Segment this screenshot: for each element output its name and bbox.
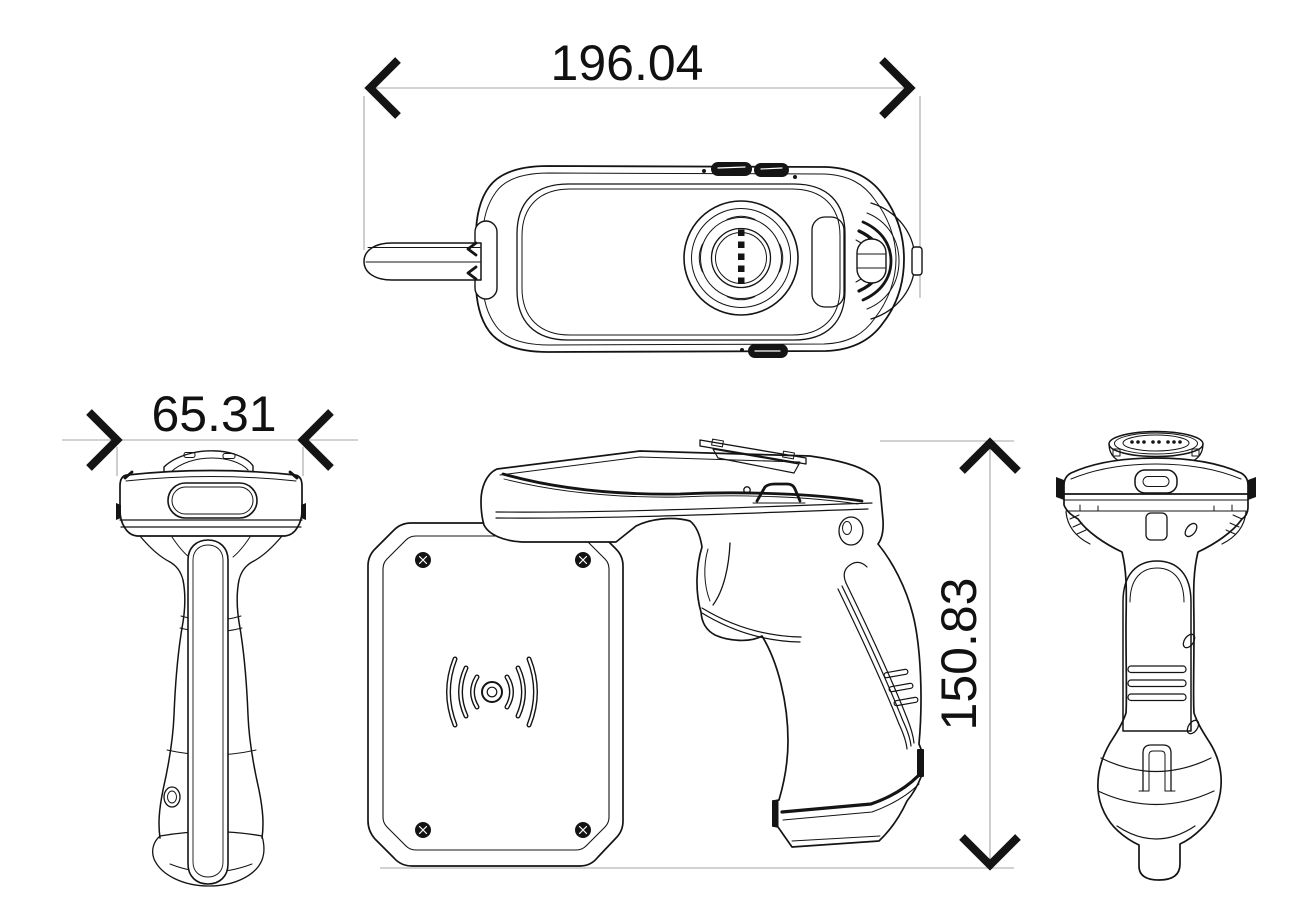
side-body-silhouette [480,450,922,848]
rear-hole-middle [1182,633,1196,649]
top-button-2[interactable] [754,163,789,177]
wireless-signal-icon [446,656,538,728]
dim-arrow-up-icon [959,437,1021,474]
top-rear-cap [855,202,923,320]
rear-center-tab [1145,512,1168,541]
scanner-lens [683,200,799,316]
rear-hole-bottom [1186,719,1200,735]
lanyard-lug [838,516,864,546]
dimension-label-width: 65.31 [151,386,276,442]
top-view [363,162,923,358]
panel-screw-top-right [575,552,591,568]
front-head-outline [119,469,303,537]
dim-arrow-down-icon [959,834,1021,871]
front-trigger-rod [187,539,229,885]
usb-c-port[interactable] [1134,469,1178,494]
top-buttons [702,162,797,358]
rear-vent-1 [1127,665,1187,674]
top-button-1[interactable] [711,162,752,176]
bottom-led-dot [740,348,744,352]
head-crease [501,472,864,503]
top-face-outline [516,183,846,341]
panel-screw-bottom-right [575,822,591,838]
dimension-label-height: 150.83 [931,578,987,731]
top-slot [811,216,845,308]
dimension-overall-height: 150.83 [380,437,1021,871]
lens-contact-marks [738,229,745,284]
rear-vent-3 [1127,693,1187,702]
dim-arrow-right-icon [297,409,334,471]
shoulder-grip-pads [1065,511,1247,545]
charging-panel [367,522,624,867]
side-view [367,438,924,867]
grip-vent-3 [893,696,919,707]
panel-screw-bottom-left [415,822,431,838]
rear-latch[interactable] [1138,744,1176,792]
dimension-label-length: 196.04 [551,35,704,91]
rear-battery-door [1122,560,1192,732]
top-handle-bar [363,220,498,300]
dim-arrow-left-icon [364,57,401,119]
rear-side-clip-right [1248,477,1256,500]
grip-battery-door [837,561,919,750]
grip-vent-2 [888,682,914,693]
rear-base [1097,757,1215,840]
dimension-overall-width: 65.31 [62,386,358,476]
dimension-overall-length: 196.04 [363,35,921,298]
rear-side-clip-left [1056,477,1064,500]
panel-screw-top-left [415,552,431,568]
side-button[interactable] [755,482,802,503]
top-led-dot-2 [793,175,797,179]
accessory-rail [699,438,807,474]
front-side-clip-right [301,503,306,520]
front-view [116,450,306,887]
front-mount-cap [163,450,254,474]
ring-contacts [1130,440,1182,444]
grip-vent-1 [883,668,909,679]
rear-view [1056,430,1256,881]
dim-arrow-right-icon [879,57,916,119]
rear-body-silhouette [1063,457,1249,881]
top-led-dot [702,169,706,173]
rear-vent-2 [1127,679,1187,688]
rear-mount-ring [1108,430,1204,466]
front-side-clip-left [116,503,121,520]
dim-arrow-left-icon [86,409,123,471]
base-shoe [772,749,924,842]
trigger[interactable] [704,542,731,606]
rear-hole-top [1184,522,1198,538]
front-button[interactable] [163,786,181,808]
side-led [743,486,751,494]
top-body-outline [475,165,905,353]
cap-tip [911,246,923,276]
scan-window [167,482,258,519]
cap-clip [856,238,887,284]
